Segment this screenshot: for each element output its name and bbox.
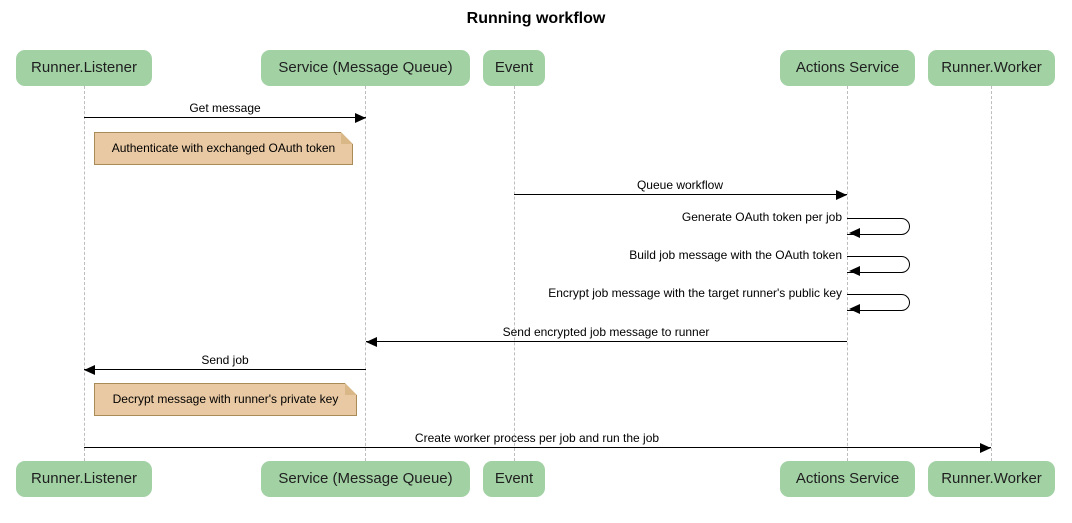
actor-actions-service-bottom: Actions Service — [780, 461, 915, 497]
actor-actions-service-top: Actions Service — [780, 50, 915, 86]
lifeline-runner-listener — [84, 86, 85, 461]
arrowhead-get-message — [355, 112, 366, 123]
self-loop-build-job-message — [847, 256, 910, 273]
message-generate-oauth-token: Generate OAuth token per job — [681, 210, 842, 224]
arrowhead-generate-oauth-token — [849, 228, 860, 238]
note-fold-icon — [341, 132, 353, 144]
self-loop-encrypt-job-message — [847, 294, 910, 311]
arrowhead-send-encrypted — [366, 336, 377, 347]
actor-event-top: Event — [483, 50, 545, 86]
arrowhead-queue-workflow — [836, 189, 847, 200]
message-get-message: Get message — [189, 101, 261, 115]
arrowhead-create-worker — [980, 442, 991, 453]
self-loop-generate-oauth-token — [847, 218, 910, 235]
actor-runner-listener-top: Runner.Listener — [16, 50, 152, 86]
note-fold-icon — [345, 383, 357, 395]
actor-service-mq-bottom: Service (Message Queue) — [261, 461, 470, 497]
message-line-create-worker — [84, 447, 991, 448]
actor-event-bottom: Event — [483, 461, 545, 497]
note-decrypt: Decrypt message with runner's private ke… — [94, 383, 357, 416]
message-build-job-message: Build job message with the OAuth token — [629, 248, 842, 262]
lifeline-event — [514, 86, 515, 461]
note-authenticate: Authenticate with exchanged OAuth token — [94, 132, 353, 165]
lifeline-runner-worker — [991, 86, 992, 461]
message-create-worker: Create worker process per job and run th… — [414, 431, 660, 445]
message-line-get-message — [84, 117, 366, 118]
lifeline-actions-service — [847, 86, 848, 461]
note-decrypt-text: Decrypt message with runner's private ke… — [112, 392, 339, 406]
actor-service-mq-top: Service (Message Queue) — [261, 50, 470, 86]
actor-runner-listener-bottom: Runner.Listener — [16, 461, 152, 497]
message-send-job: Send job — [201, 353, 249, 367]
message-line-send-job — [84, 369, 366, 370]
diagram-title: Running workflow — [466, 10, 606, 27]
actor-runner-worker-top: Runner.Worker — [928, 50, 1055, 86]
actor-runner-worker-bottom: Runner.Worker — [928, 461, 1055, 497]
message-line-queue-workflow — [514, 194, 847, 195]
message-line-send-encrypted — [366, 341, 847, 342]
message-send-encrypted: Send encrypted job message to runner — [502, 325, 710, 339]
lifeline-service-mq — [365, 86, 366, 461]
message-encrypt-job-message: Encrypt job message with the target runn… — [548, 286, 842, 300]
arrowhead-encrypt-job-message — [849, 304, 860, 314]
arrowhead-send-job — [84, 364, 95, 375]
arrowhead-build-job-message — [849, 266, 860, 276]
message-queue-workflow: Queue workflow — [636, 178, 724, 192]
note-authenticate-text: Authenticate with exchanged OAuth token — [111, 141, 336, 155]
